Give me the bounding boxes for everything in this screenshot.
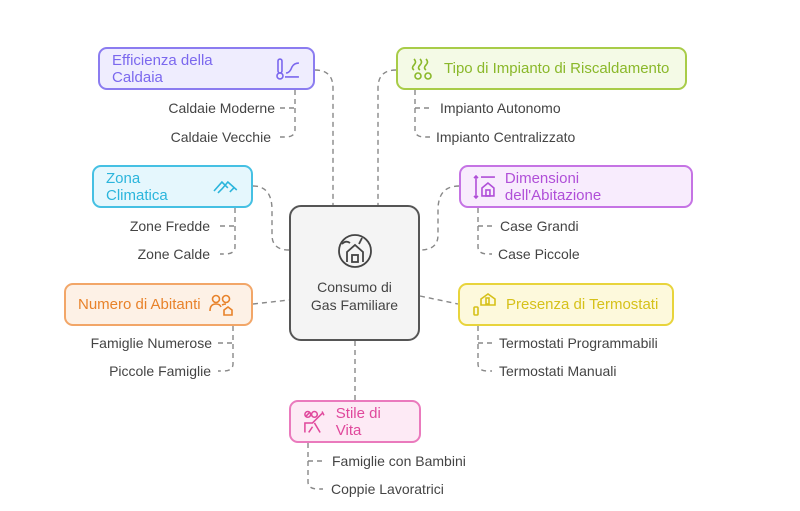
central-title: Consumo di Gas Familiare — [310, 279, 399, 313]
mountains-icon — [213, 180, 238, 194]
node-tipo-impianto[interactable]: Tipo di Impianto di Riscaldamento — [396, 47, 687, 90]
node-efficienza-caldaia[interactable]: Efficienza della Caldaia — [98, 47, 315, 90]
node-label: Tipo di Impianto di Riscaldamento — [444, 60, 670, 77]
sub-item: Termostati Programmabili — [499, 335, 658, 351]
sub-item: Zone Calde — [137, 246, 210, 262]
sub-item: Zone Fredde — [129, 218, 210, 234]
sub-item: Impianto Centralizzato — [436, 129, 576, 145]
sub-item: Case Piccole — [498, 246, 580, 262]
node-label: Dimensioni dell'Abitazione — [504, 169, 602, 204]
sub-item: Termostati Manuali — [499, 363, 617, 379]
node-dimensioni-abitazione[interactable]: Dimensioni dell'Abitazione — [459, 165, 693, 208]
node-label: Stile di Vita — [335, 404, 381, 439]
node-label: Efficienza della Caldaia — [112, 51, 213, 86]
thermometer-chart-icon — [276, 57, 300, 80]
sub-item: Piccole Famiglie — [109, 363, 211, 379]
sub-item: Impianto Autonomo — [440, 100, 561, 116]
sub-item: Caldaie Vecchie — [170, 129, 271, 145]
node-label: Numero di Abitanti — [78, 296, 201, 313]
node-presenza-termostati[interactable]: Presenza di Termostati — [458, 283, 674, 326]
node-label: Zona Climatica — [106, 169, 168, 204]
sub-item: Case Grandi — [500, 218, 579, 234]
house-gas-icon — [337, 234, 372, 268]
central-node: Consumo di Gas Familiare — [289, 205, 420, 341]
heat-waves-icon — [411, 57, 432, 80]
house-dimensions-icon — [473, 174, 495, 199]
node-label: Presenza di Termostati — [506, 296, 659, 313]
node-numero-abitanti[interactable]: Numero di Abitanti — [64, 283, 253, 326]
sub-item: Famiglie con Bambini — [332, 453, 466, 469]
node-zona-climatica[interactable]: Zona Climatica — [92, 165, 253, 208]
people-home-icon — [208, 294, 233, 316]
thermostat-house-icon — [473, 292, 496, 316]
sub-item: Famiglie Numerose — [90, 335, 212, 351]
node-stile-di-vita[interactable]: Stile di Vita — [289, 400, 421, 443]
sub-item: Coppie Lavoratrici — [331, 481, 444, 497]
sub-item: Caldaie Moderne — [168, 100, 275, 116]
family-activity-icon — [304, 410, 325, 433]
